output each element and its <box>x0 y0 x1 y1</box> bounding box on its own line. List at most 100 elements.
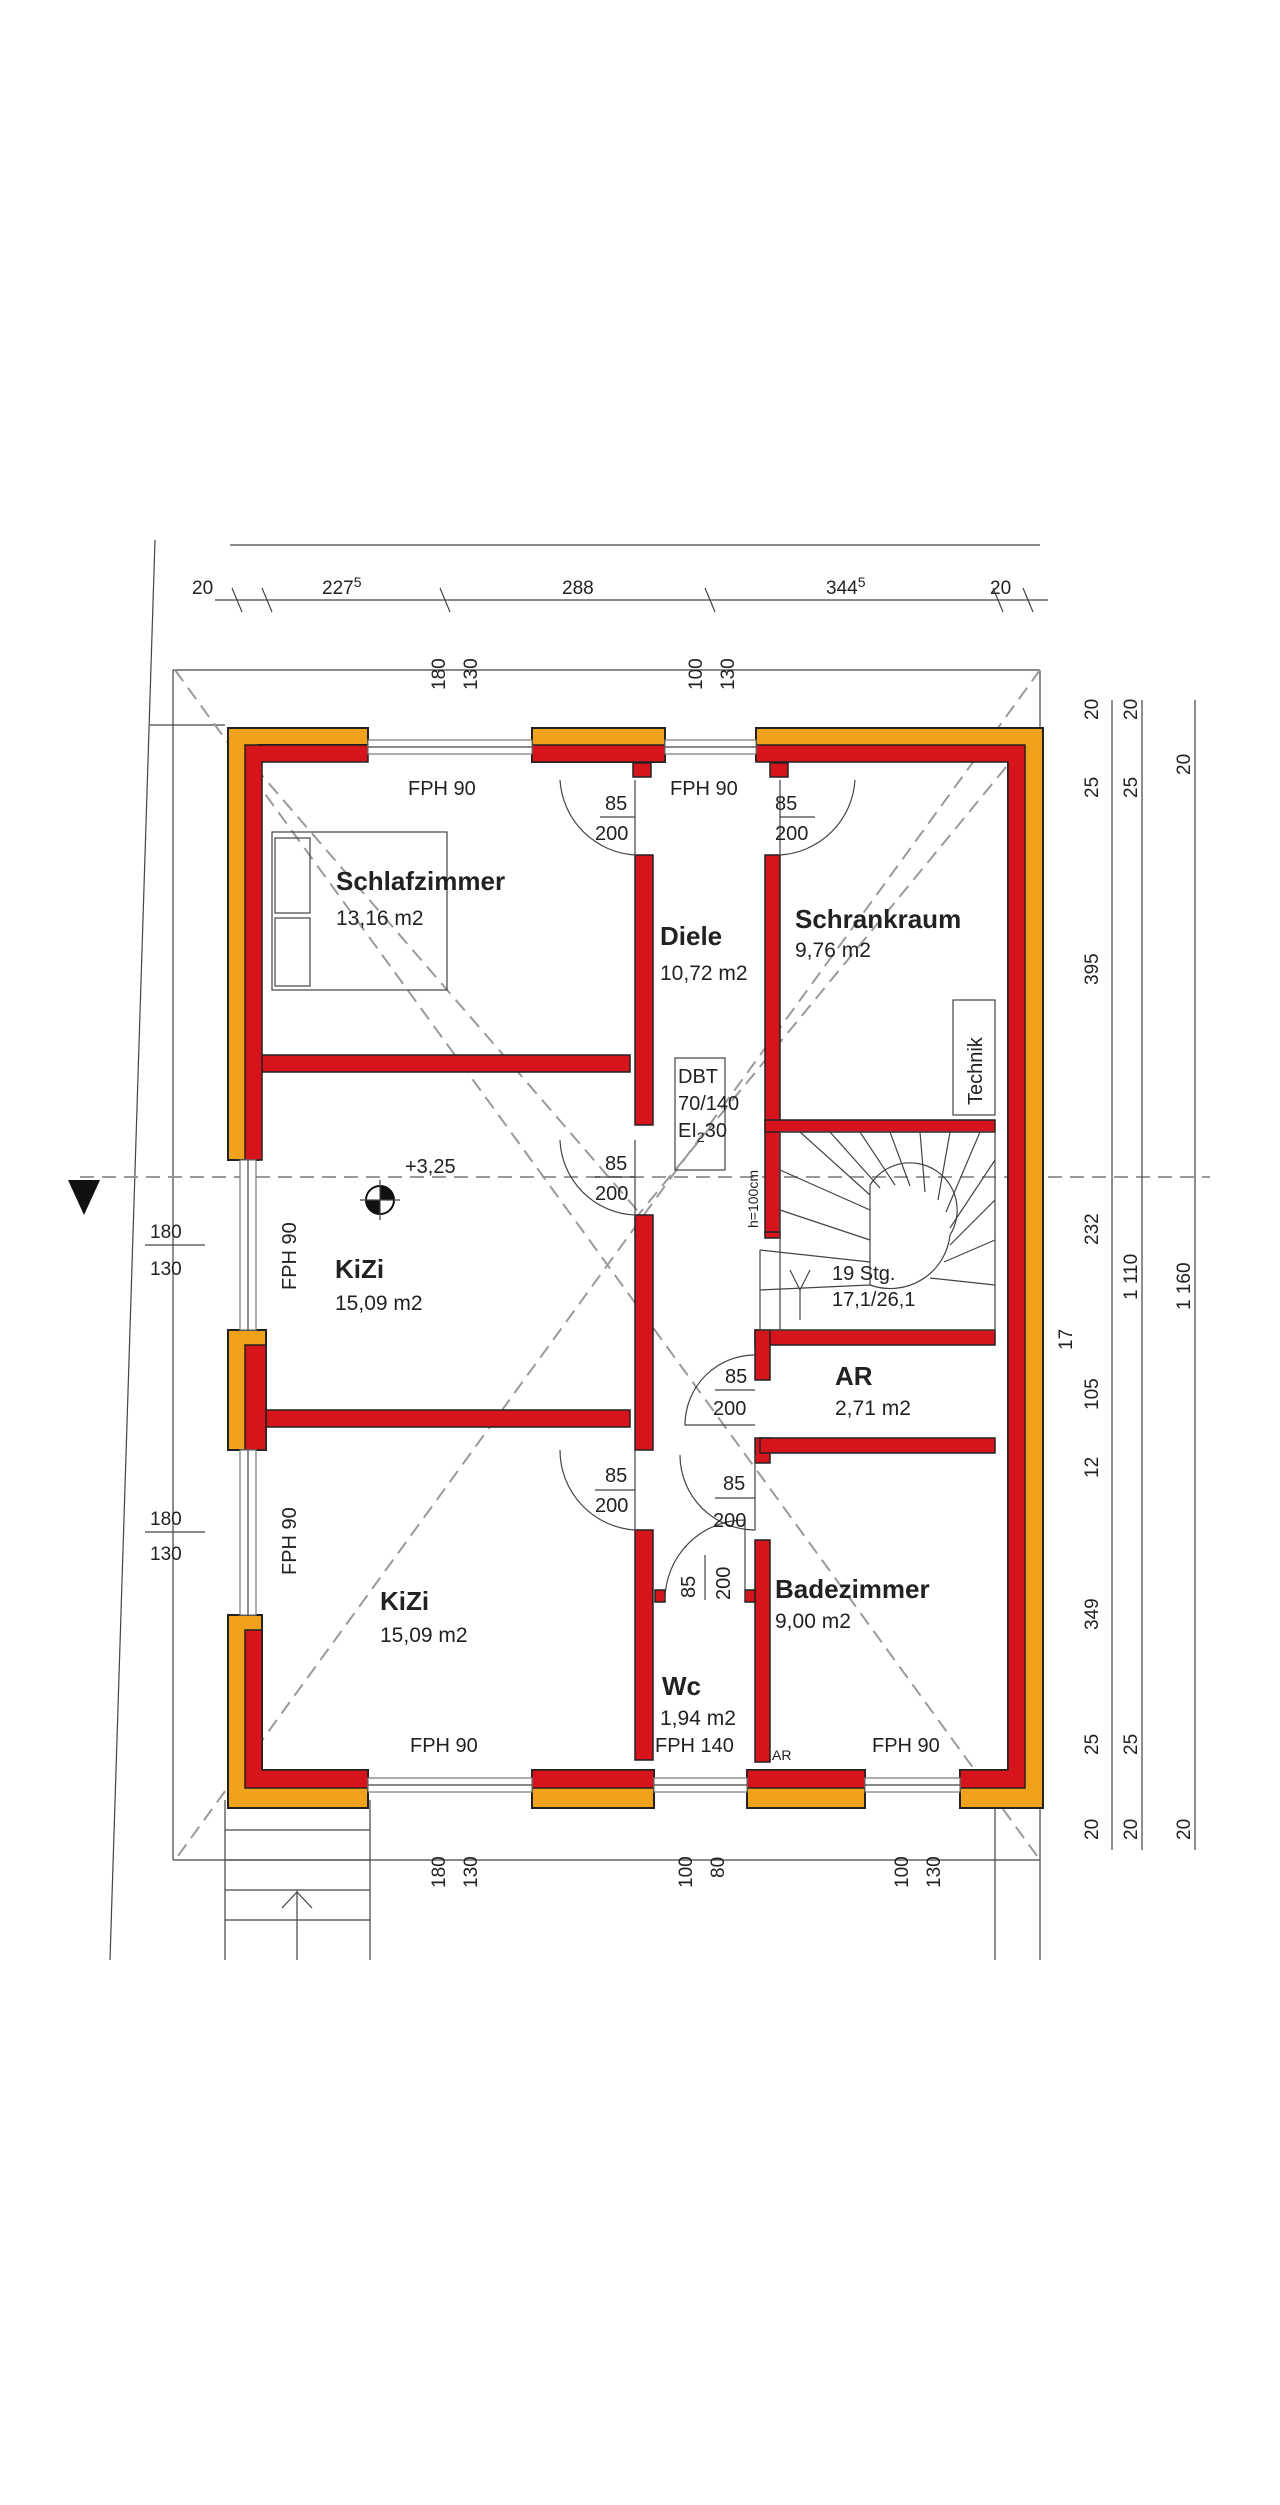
window-dims-top: 180 130 100 130 <box>429 658 739 690</box>
wdim-left-l1: 180 <box>150 1509 182 1530</box>
wdim-bottom-a2: 130 <box>461 1856 482 1888</box>
window-label-bottom-right: FPH 90 <box>872 1735 940 1757</box>
wdim-top-b2: 130 <box>718 658 739 690</box>
stair-ratio: 17,1/26,1 <box>832 1289 915 1311</box>
wall-schlaf-kizi <box>259 1054 631 1073</box>
top-dimension-chain: 20 2275 288 3445 20 <box>192 544 1048 613</box>
wall-ar-bottom <box>759 1437 996 1454</box>
room-area-wc: 1,94 m2 <box>660 1707 736 1730</box>
wall-kizi-kizi <box>259 1409 631 1428</box>
door-swing-kizi-2 <box>559 1449 636 1531</box>
window-dims-bottom: 180 130 100 80 100 130 <box>429 1856 945 1888</box>
door-h-kizi-1: 200 <box>595 1183 628 1205</box>
rdim1-top: 20 <box>1082 699 1103 720</box>
stair-steps: 19 Stg. <box>832 1263 895 1285</box>
door-h-schlafzimmer: 200 <box>595 823 628 845</box>
room-area-schlafzimmer: 13,16 m2 <box>336 907 424 930</box>
rdim3-s1: 1 160 <box>1174 1262 1195 1310</box>
section-line <box>68 1176 1210 1215</box>
stair-headroom: h=100cm <box>745 1170 761 1228</box>
wall-wc-left <box>634 1529 654 1761</box>
room-area-kizi-1: 15,09 m2 <box>335 1292 423 1315</box>
wall-inner-ne-e <box>755 744 1026 1789</box>
door-swings <box>559 779 856 1601</box>
wall-top-nib-1 <box>632 762 652 778</box>
svg-text:2275: 2275 <box>322 574 362 599</box>
window-dims-left: 180 130 180 130 <box>145 1222 205 1565</box>
rdim2-bottom: 20 <box>1121 1819 1142 1840</box>
rdim1-s7: 349 <box>1082 1598 1103 1630</box>
wall-bad-left <box>754 1539 771 1763</box>
door-h-bad: 200 <box>713 1510 746 1532</box>
room-labels: Schlafzimmer 13,16 m2 Diele 10,72 m2 Sch… <box>335 866 961 1763</box>
room-name-wc: Wc <box>662 1671 701 1701</box>
window-label-bottom-mid: FPH 140 <box>655 1735 734 1757</box>
rdim1-s4: 17 <box>1056 1329 1077 1350</box>
door-swing-kizi-1 <box>559 1139 636 1216</box>
level-value: +3,25 <box>405 1156 456 1178</box>
dbt-line3-end: 30 <box>705 1120 727 1142</box>
technik-label: Technik <box>965 1036 987 1105</box>
door-swing-schrankraum <box>779 779 856 856</box>
rdim1-s3: 232 <box>1082 1213 1103 1245</box>
window-labels: FPH 90 FPH 90 FPH 90 FPH 90 FPH 90 FPH 1… <box>279 778 940 1757</box>
window-label-left-lower: FPH 90 <box>279 1507 301 1575</box>
window-label-top-mid: FPH 90 <box>670 778 738 800</box>
dim-top-4: 344 <box>826 578 858 599</box>
rdim3-bottom: 20 <box>1174 1819 1195 1840</box>
room-area-kizi-2: 15,09 m2 <box>380 1624 468 1647</box>
door-h-ar: 200 <box>713 1398 746 1420</box>
room-name-ar: AR <box>835 1361 873 1391</box>
door-swing-schlafzimmer <box>559 779 636 856</box>
door-w-wc: 85 <box>678 1576 700 1598</box>
wdim-bottom-c1: 100 <box>892 1856 913 1888</box>
wall-top-nib-2 <box>769 762 789 778</box>
room-area-badezimmer: 9,00 m2 <box>775 1610 851 1633</box>
level-marker: +3,25 <box>360 1156 456 1220</box>
room-area-diele: 10,72 m2 <box>660 962 748 985</box>
dim-top-3: 288 <box>562 578 594 599</box>
door-h-schrankraum: 200 <box>775 823 808 845</box>
wall-wc-nib-1 <box>654 1589 666 1603</box>
technik-box: Technik <box>952 999 996 1116</box>
bed-outline <box>271 831 448 991</box>
wall-outer-ne-e <box>755 727 1044 1809</box>
door-labels: 85 200 85 200 85 200 85 200 85 200 85 20… <box>595 793 815 1600</box>
wdim-top-b1: 100 <box>686 658 707 690</box>
right-dimension-chains: 20 25 395 232 17 105 12 349 25 20 20 25 … <box>1056 699 1196 1850</box>
door-h-wc: 200 <box>713 1567 735 1600</box>
ar-small-label: AR <box>772 1747 791 1763</box>
door-swing-bad <box>679 1454 756 1531</box>
room-name-kizi-1: KiZi <box>335 1254 384 1284</box>
dbt-box: DBT 70/140 EI230 <box>674 1057 739 1171</box>
door-w-bad: 85 <box>723 1473 745 1495</box>
wdim-bottom-a1: 180 <box>429 1856 450 1888</box>
rdim2-top: 20 <box>1121 699 1142 720</box>
room-area-schrankraum: 9,76 m2 <box>795 939 871 962</box>
wdim-bottom-b2: 80 <box>708 1857 729 1878</box>
wall-ar-left <box>754 1329 771 1381</box>
dbt-line3: EI <box>678 1120 697 1142</box>
dim-top-4-sup: 5 <box>858 574 866 590</box>
wdim-bottom-b1: 100 <box>676 1856 697 1888</box>
wall-diele-left-1 <box>634 854 654 1126</box>
wdim-bottom-c2: 130 <box>924 1856 945 1888</box>
wdim-top-a2: 130 <box>461 658 482 690</box>
room-name-diele: Diele <box>660 921 722 951</box>
staircase: 19 Stg. 17,1/26,1 h=100cm <box>745 1131 996 1331</box>
dim-top-1: 20 <box>192 578 213 599</box>
rdim2-s2: 1 110 <box>1121 1254 1142 1300</box>
dim-top-2-sup: 5 <box>354 574 362 590</box>
rdim1-s6: 12 <box>1082 1457 1103 1478</box>
window-label-left-upper: FPH 90 <box>279 1222 301 1290</box>
door-w-kizi-1: 85 <box>605 1153 627 1175</box>
door-w-schrankraum: 85 <box>775 793 797 815</box>
rdim2-s3: 25 <box>1121 1734 1142 1755</box>
wall-diele-right <box>764 854 781 1236</box>
dbt-line2: 70/140 <box>678 1093 739 1115</box>
door-w-ar: 85 <box>725 1366 747 1388</box>
wall-wc-nib-2 <box>744 1589 756 1603</box>
outer-walls <box>227 727 1044 1809</box>
wdim-top-a1: 180 <box>429 658 450 690</box>
